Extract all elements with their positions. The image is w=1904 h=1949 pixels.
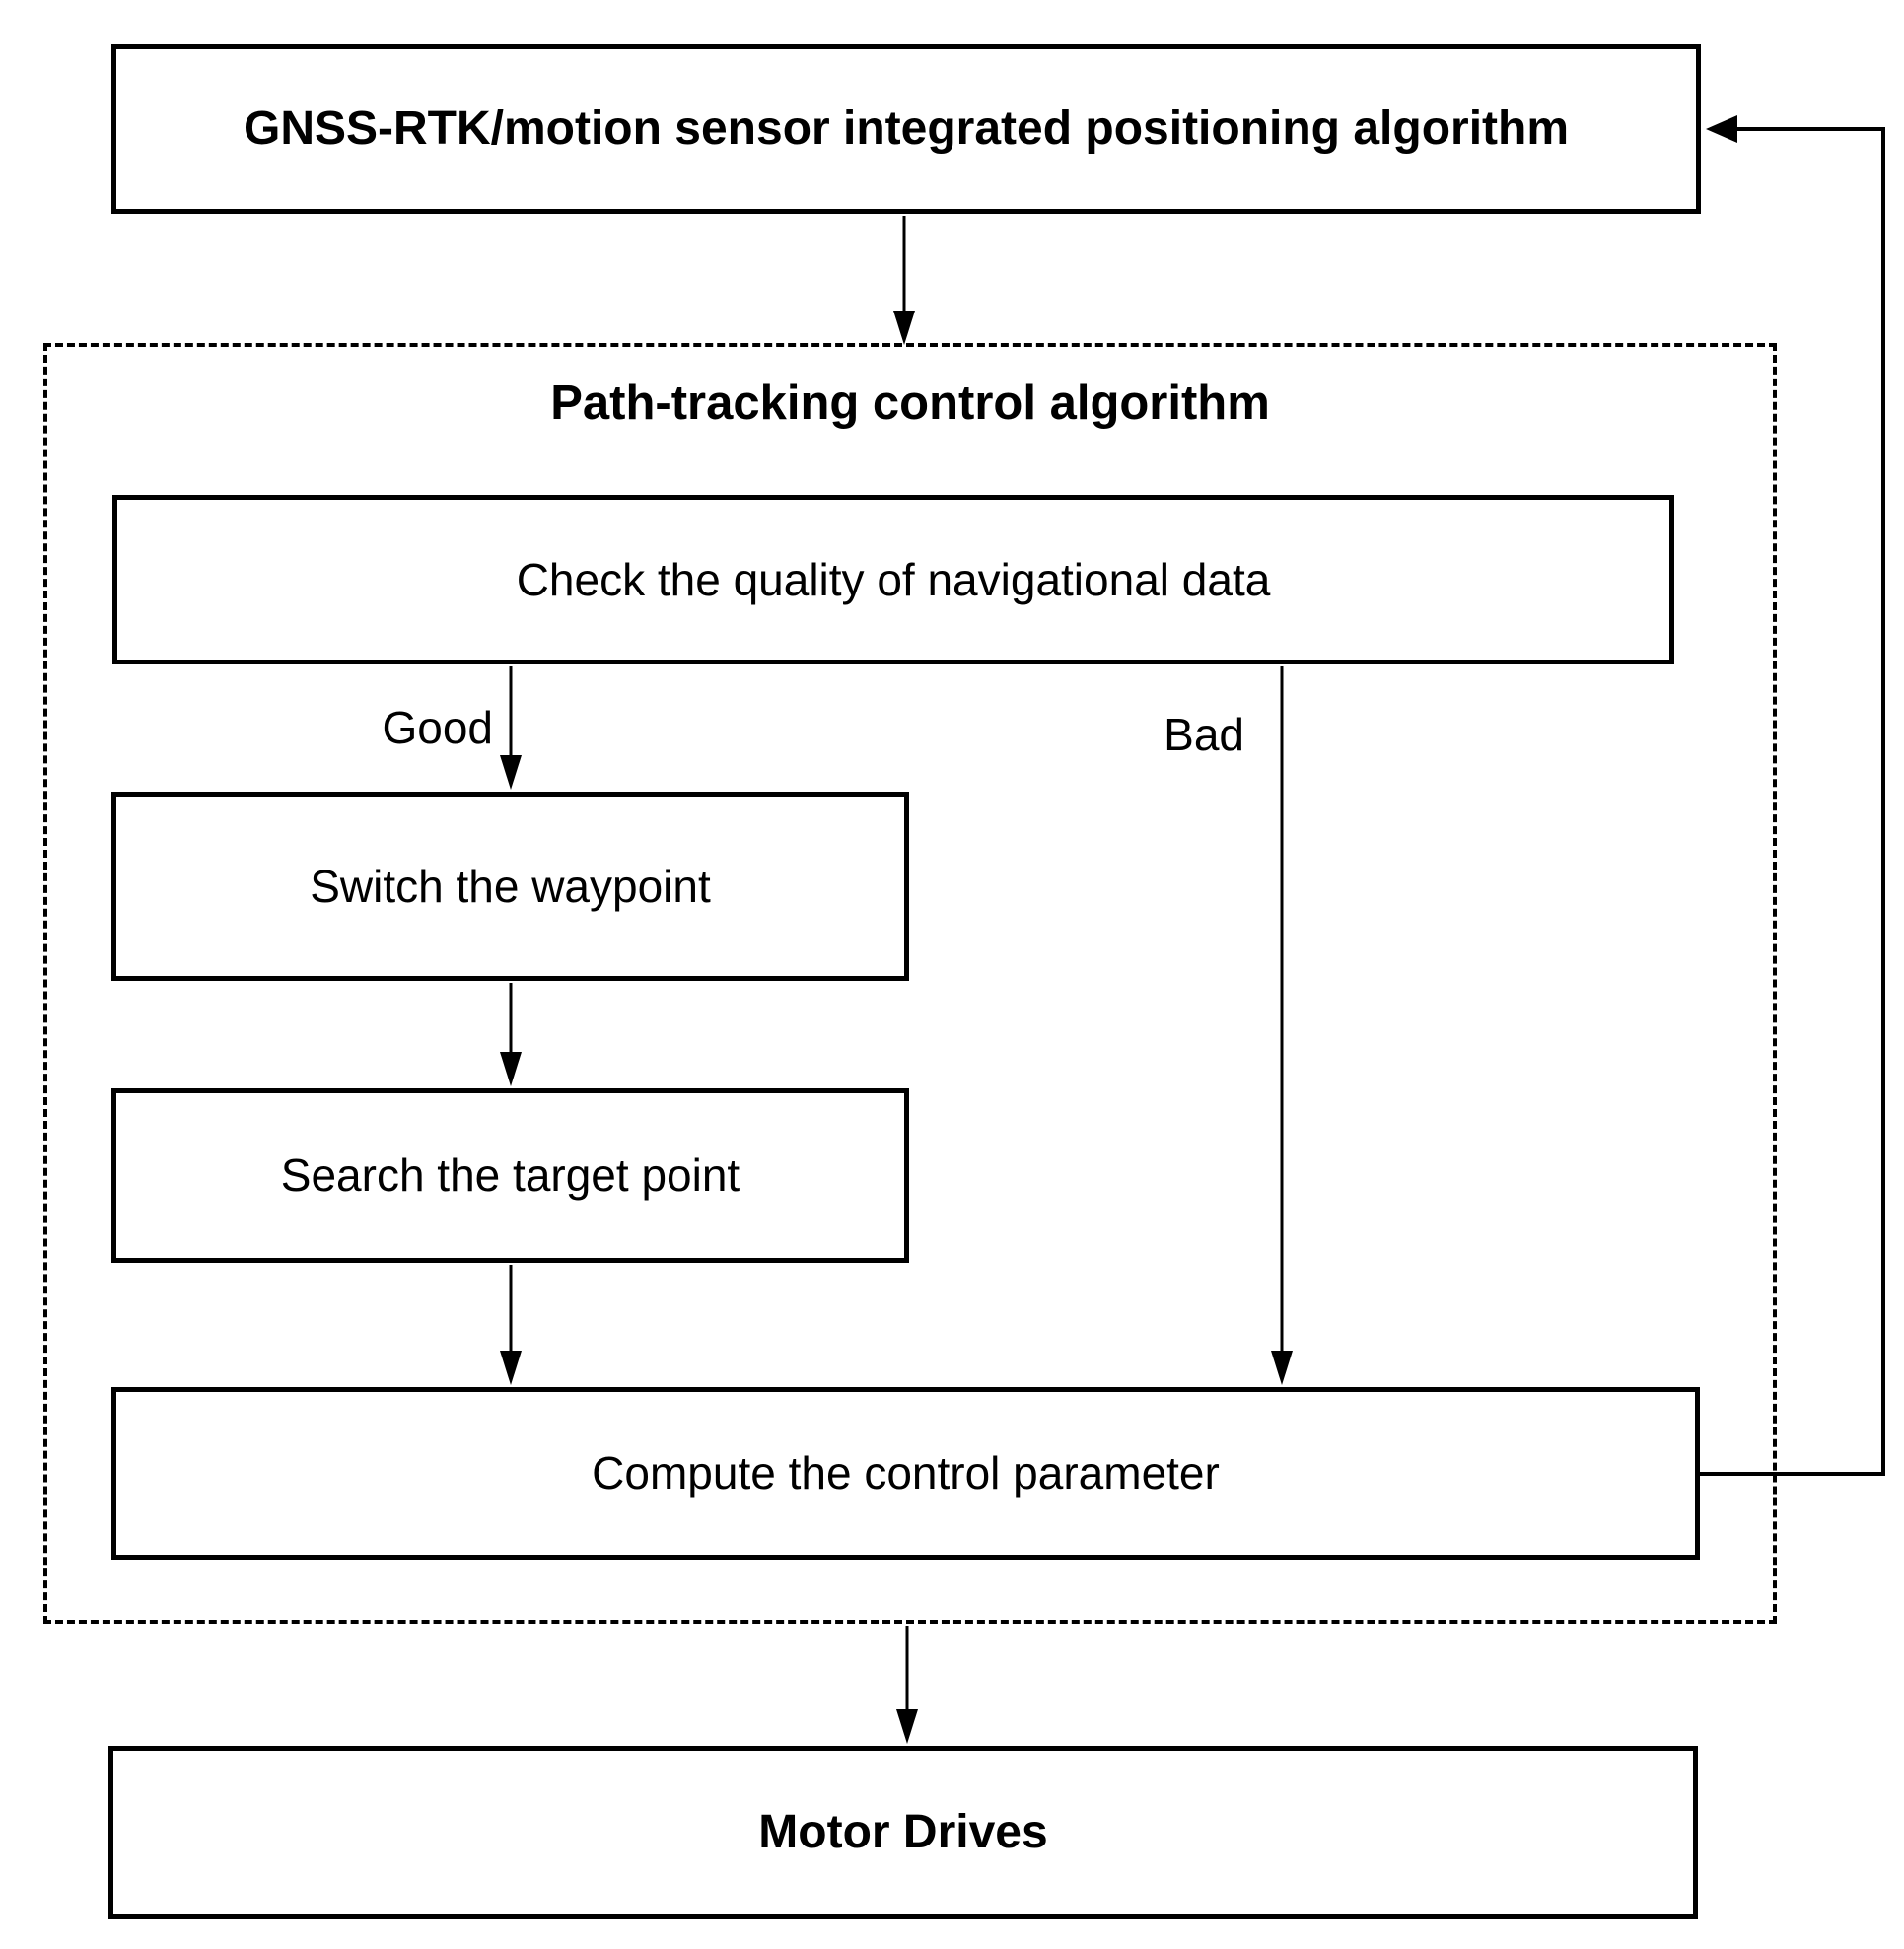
path-tracking-group-border [43,343,1777,1624]
edge-label-bad: Bad [1164,709,1244,760]
node-search-target-label: Search the target point [280,1149,740,1202]
path-tracking-group-title: Path-tracking control algorithm [550,377,1270,430]
node-motor-drives-label: Motor Drives [758,1806,1048,1859]
node-compute-parameter: Compute the control parameter [111,1387,1700,1560]
node-switch-waypoint: Switch the waypoint [111,792,909,981]
node-search-target: Search the target point [111,1088,909,1263]
arrowhead-good-into-compute-icon [500,1351,522,1385]
node-motor-drives: Motor Drives [108,1746,1698,1919]
node-check-quality-label: Check the quality of navigational data [516,553,1271,605]
arrowhead-down-into-switch-icon [500,755,522,790]
node-compute-parameter-label: Compute the control parameter [592,1447,1220,1499]
arrowhead-down-into-search-icon [500,1052,522,1086]
arrowhead-left-into-positioning-icon [1706,115,1737,143]
node-check-quality: Check the quality of navigational data [112,495,1674,664]
edge-label-good: Good [382,702,493,753]
edge-compute-feedback-to-positioning [1700,127,1885,1476]
node-switch-waypoint-label: Switch the waypoint [310,860,711,912]
arrowhead-down-into-container-icon [893,311,915,345]
arrowhead-down-into-motor-icon [896,1709,918,1744]
node-positioning-algorithm-label: GNSS-RTK/motion sensor integrated positi… [243,103,1570,156]
node-positioning-algorithm: GNSS-RTK/motion sensor integrated positi… [111,44,1701,214]
arrowhead-bad-into-compute-icon [1271,1351,1293,1385]
